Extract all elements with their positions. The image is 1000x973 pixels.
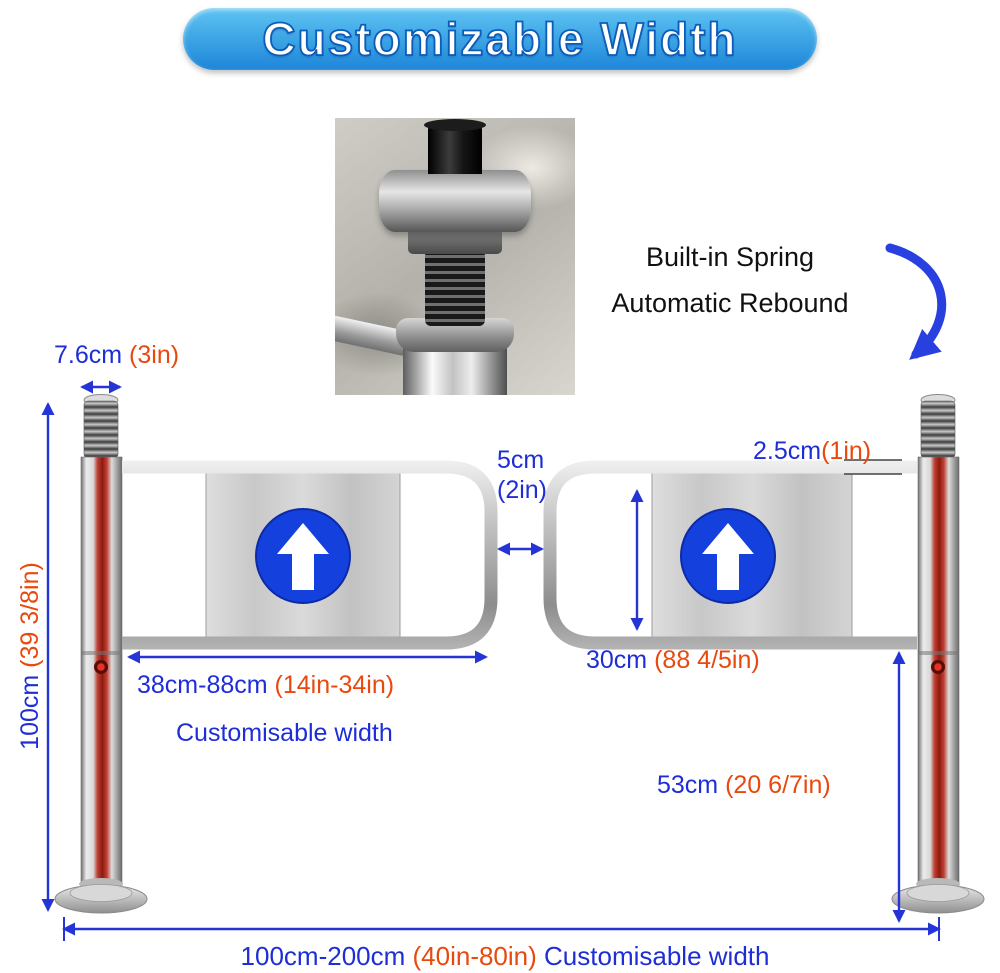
metric-value: 53cm: [657, 771, 719, 799]
left-post-spring: [83, 400, 119, 459]
label-total-width: 100cm-200cm (40in-80in) Customisable wid…: [60, 941, 950, 972]
metric-value: 38cm-88cm: [137, 671, 268, 699]
label-center-gap: 5cm (2in): [497, 446, 547, 505]
imperial-value: (1in): [821, 437, 872, 465]
note-text: Customisable width: [176, 719, 393, 747]
title-banner: Customizable Width: [183, 8, 817, 70]
metric-value: 5cm: [497, 446, 545, 474]
metric-value: 7.6cm: [54, 341, 123, 369]
left-gate-wing: [122, 460, 498, 650]
page-title: Customizable Width: [262, 12, 738, 66]
left-gate-tube: [122, 460, 498, 650]
label-post-height: 100cm (39 3/8in): [16, 538, 44, 774]
right-post-spring: [920, 400, 956, 459]
photo-bearing-neck: [408, 228, 502, 254]
imperial-value: (20 6/7in): [725, 771, 831, 799]
metric-value: 100cm: [16, 674, 44, 750]
label-tube-diameter: 2.5cm(1in): [753, 437, 871, 467]
label-wing-width-note: Customisable width: [176, 719, 393, 749]
imperial-value: (39 3/8in): [16, 562, 44, 668]
imperial-value: (40in-80in): [412, 941, 537, 971]
imperial-value: (3in): [129, 341, 180, 369]
imperial-value: (2in): [497, 475, 548, 504]
dimension-lines: [41, 380, 941, 941]
photo-spring-coil: [425, 250, 485, 326]
up-arrow-icon: [702, 523, 754, 590]
metric-value: 30cm: [586, 646, 648, 674]
label-post-diameter: 7.6cm (3in): [54, 341, 179, 371]
photo-bearing-disc: [379, 170, 531, 232]
photo-chrome-post: [403, 344, 507, 395]
metric-value: 2.5cm: [753, 437, 822, 465]
left-post: [54, 394, 148, 914]
metric-value: 100cm-200cm: [240, 941, 406, 971]
right-post: [891, 394, 985, 914]
callout-line2: Automatic Rebound: [611, 288, 849, 319]
tube-diameter-marks: [844, 459, 902, 475]
photo-top-shaft: [424, 119, 486, 174]
right-gate-tube: [543, 460, 917, 650]
label-wing-width: 38cm-88cm (14in-34in): [137, 671, 394, 701]
spring-callout: Built-in Spring Automatic Rebound: [575, 234, 885, 327]
note-text: Customisable width: [544, 941, 770, 971]
up-arrow-icon: [277, 523, 329, 590]
callout-line1: Built-in Spring: [645, 242, 815, 272]
label-ground-clearance: 53cm (20 6/7in): [657, 771, 831, 801]
spring-detail-photo: [335, 118, 575, 395]
rebound-arrow-icon: [885, 243, 947, 360]
imperial-value: (88 4/5in): [654, 646, 760, 674]
right-gate-wing: [543, 460, 917, 650]
imperial-value: (14in-34in): [274, 671, 395, 699]
label-panel-height: 30cm (88 4/5in): [586, 646, 760, 676]
